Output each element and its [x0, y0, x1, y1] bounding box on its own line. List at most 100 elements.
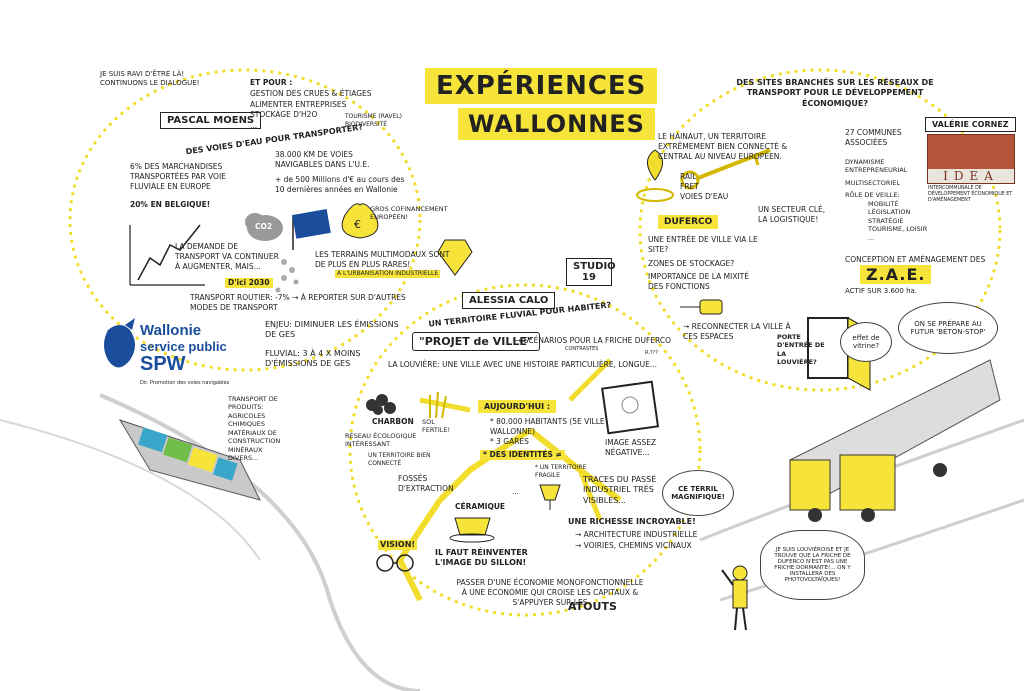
fosses-note: FOSSÉS D'EXTRACTION [398, 474, 454, 493]
barge-item: MATÉRIAUX DE CONSTRUCTION [228, 428, 281, 446]
modes-list: RAIL FRET VOIES D'EAU [680, 172, 728, 201]
sol-label: SOL FERTILE! [422, 418, 451, 435]
duferco-question: ZONES DE STOCKAGE? [648, 258, 735, 268]
svg-text:€: € [354, 218, 361, 231]
spw-wallonie: Wallonie [140, 322, 202, 339]
veille-list: MOBILITÉ LÉGISLATION STRATÉGIE TOURISME,… [868, 200, 927, 242]
spw-dir: Dir. Promotion des voies navigables [140, 380, 230, 386]
valerie-subtitle: DES SITES BRANCHÉS SUR LES RÉSEAUX DE TR… [736, 78, 934, 108]
rooster-logo-icon [104, 318, 135, 368]
plug-icon [680, 299, 723, 315]
person-illustration [721, 565, 748, 631]
millions-note: + de 500 Millions d'€ au cours des 10 de… [275, 175, 405, 194]
hainaut-note: LE HAINAUT, UN TERRITOIRE EXTRÊMEMENT BI… [658, 132, 788, 161]
side-item: TOURISME (RAVEL) [345, 113, 402, 120]
gem-icon [437, 239, 473, 276]
archi-note: → ARCHITECTURE INDUSTRIELLE [575, 530, 698, 539]
territoire-bien-note: UN TERRITOIRE BIEN CONNECTÉ [368, 452, 431, 467]
teacup-icon [449, 517, 495, 543]
duferco-question: IMPORTANCE DE LA MIXITÉ DES FONCTIONS [648, 272, 749, 291]
idea-logo: IDEA [927, 134, 1015, 184]
ceramique-label: CÉRAMIQUE [455, 502, 506, 511]
louvieroise-bubble: JE SUIS LOUVIÉROISE ET JE TROUVE QUE LA … [760, 530, 865, 600]
barge-illustration [118, 419, 261, 501]
et-pour-item: ALIMENTER ENTREPRISES [250, 99, 347, 109]
secteur-note: UN SECTEUR CLÉ, LA LOGISTIQUE! [758, 205, 826, 224]
demand-note: LA DEMANDE DE TRANSPORT VA CONTINUER À A… [175, 242, 279, 271]
richesse-note: UNE RICHESSE INCROYABLE! [568, 517, 696, 526]
actif-note: ACTIF SUR 3.600 ha. [845, 287, 918, 295]
identites-note: * DES IDENTITÉS ≠ [480, 450, 565, 460]
barge-item: AGRICOLES [228, 411, 266, 420]
contrastes-note: CONTRASTÉS [565, 346, 599, 352]
reinventer-note: IL FAUT RÉINVENTER L'IMAGE DU SILLON! [435, 548, 528, 568]
right-item: RÔLE DE VEILLE: [845, 191, 900, 200]
terrains-note: LES TERRAINS MULTIMODAUX SONT DE PLUS EN… [315, 250, 450, 269]
cofin-note: GROS COFINANCEMENT EUROPÉEN! [370, 205, 448, 222]
valerie-name: VALÉRIE CORNEZ [925, 117, 1016, 132]
enjeu-note: ENJEU: DIMINUER LES ÉMISSIONS DE GES [265, 320, 399, 340]
glass-icon [539, 484, 561, 510]
wheat-icon [429, 391, 447, 419]
main-title-line1: EXPÉRIENCES [425, 68, 658, 104]
duferco-questions: UNE ENTRÉE DE VILLE VIA LE SITE? ZONES D… [648, 235, 758, 292]
terril-bubble: CE TERRIL MAGNIFIQUE! [662, 470, 734, 516]
mode-item: RAIL [680, 172, 697, 181]
et-pour-item: STOCKAGE D'H2O [250, 110, 318, 120]
mode-item: VOIES D'EAU [680, 191, 729, 201]
charbon-label: CHARBON [372, 417, 414, 426]
communes-note: 27 COMMUNES ASSOCIÉES [845, 128, 902, 147]
picture-frame-icon [601, 380, 660, 435]
main-title-line2: WALLONNES [458, 108, 655, 140]
veille-item: TOURISME, LOISIR [868, 225, 928, 234]
alessia-name: ALESSIA CALO [462, 292, 556, 309]
side-item: BIODIVERSITÉ [345, 120, 388, 128]
studio-label: STUDIO 19 [566, 258, 616, 286]
valerie-right-list: DYNAMISME ENTREPRENEURIAL MULTISECTORIEL… [845, 158, 925, 200]
barge-item: MINÉRAUX [228, 445, 263, 454]
louviere-note: LA LOUVIÈRE: UNE VILLE AVEC UNE HISTOIRE… [388, 360, 657, 369]
atouts-label: ATOUTS [568, 600, 617, 613]
veille-item: ... [868, 233, 875, 242]
territoire-fragile-note: * UN TERRITOIRE FRAGILE [535, 464, 587, 479]
passer-note: PASSER D'UNE ÉCONOMIE MONOFONCTIONNELLE … [456, 578, 644, 607]
aujourdhui-label: AUJOURD'HUI : [478, 400, 557, 413]
routier-note: TRANSPORT ROUTIER: -7% → À REPORTER SUR … [190, 293, 406, 312]
idea-desc: INTERCOMMUNALE DE DÉVELOPPEMENT ÉCONOMIQ… [928, 186, 1013, 204]
spw-acronym: SPW [140, 353, 186, 375]
barge-products: TRANSPORT DE PRODUITS: AGRICOLES CHIMIQU… [228, 395, 298, 463]
zae-label: Z.A.E. [860, 265, 932, 284]
dici-label: D'ici 2030 [225, 278, 273, 288]
coal-icon [366, 394, 396, 415]
stat-europe: 6% DES MARCHANDISES TRANSPORTÉES PAR VOI… [130, 162, 226, 191]
spw-logo: Wallonie service public SPW [140, 322, 227, 374]
top-left-note: JE SUIS RAVI D'ÊTRE LÀ! CONTINUONS LE DI… [100, 70, 200, 88]
projet-ville: "PROJET de VILLE" [412, 332, 540, 351]
glasses-icon [376, 554, 414, 572]
pop-note: * 80.000 HABITANTS (5e VILLE WALLONNE) [490, 417, 605, 436]
mode-item: FRET [680, 181, 699, 191]
scenarios-note: → SCÉNARIOS POUR LA FRICHE DUFERCO [515, 336, 672, 345]
reconnecter-note: → RECONNECTER LA VILLE À CES ESPACES [683, 322, 791, 341]
side-items: TOURISME (RAVEL) BIODIVERSITÉ [345, 113, 402, 129]
km-note: 38.000 KM DE VOIES NAVIGABLES DANS L'U.E… [275, 150, 370, 169]
voiries-note: → VOIRIES, CHEMINS VICINAUX [575, 541, 692, 550]
pin-icon [636, 149, 674, 202]
right-item: DYNAMISME ENTREPRENEURIAL [845, 158, 908, 175]
duferco-question: UNE ENTRÉE DE VILLE VIA LE SITE? [648, 235, 758, 254]
urbanisation-note: À L'URBANISATION INDUSTRIELLE [335, 270, 441, 278]
dots-note: ... [512, 487, 520, 496]
conception-note: CONCEPTION ET AMÉNAGEMENT DES [845, 255, 986, 264]
vision-label: VISION! [378, 540, 418, 551]
et-pour-block: ET POUR : GESTION DES CRUES & ÉTIAGES AL… [250, 78, 372, 132]
co2-label: CO2 [255, 222, 273, 231]
euro-bag-icon: € [341, 203, 379, 239]
et-pour-title: ET POUR : [250, 78, 293, 87]
eu-flag-icon [292, 209, 331, 250]
r-note: R.??? [645, 350, 658, 356]
barge-item: CHIMIQUES [228, 420, 265, 429]
image-note: IMAGE ASSEZ NÉGATIVE... [605, 438, 657, 457]
duferco-label: DUFERCO [658, 215, 719, 229]
barge-item: DIVERS... [228, 454, 259, 463]
